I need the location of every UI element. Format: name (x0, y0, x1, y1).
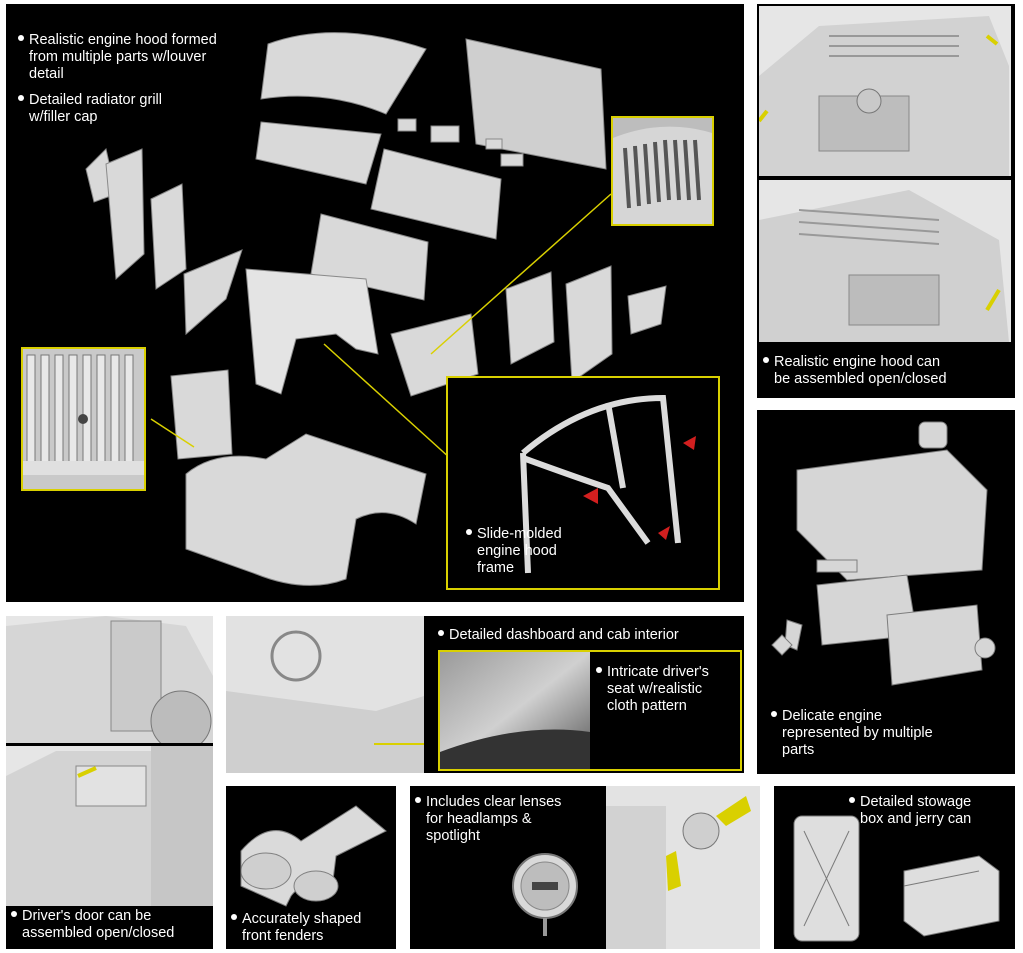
hood-open-caption-line-2: be assembled open/closed (774, 371, 947, 387)
door-caption-line-1: Driver's door can be (22, 908, 152, 924)
engine-caption-line-3: parts (782, 742, 815, 758)
hood-open-photo-bottom (759, 180, 1011, 342)
fender-caption-line-2: front fenders (242, 928, 324, 944)
lens-panel: Includes clear lenses for headlamps & sp… (410, 786, 760, 949)
engine-caption-line-2: represented by multiple (782, 725, 933, 741)
exploded-parts-illustration (85, 32, 667, 586)
hood-open-photo-top (759, 6, 1011, 176)
fender-caption-line-1: Accurately shaped (242, 911, 362, 927)
seat-caption-line-1: Intricate driver's (607, 664, 709, 680)
hood-frame-inset: Slide-molded engine hood frame (446, 376, 720, 590)
seat-caption-line-2: seat w/realistic (607, 681, 703, 697)
hood-frame-caption-line-1: Slide-molded (477, 526, 562, 542)
drivers-door-panel: Driver's door can be assembled open/clos… (6, 616, 213, 949)
lens-caption-line-2: for headlamps & (426, 811, 532, 827)
hood-open-panel: Realistic engine hood can be assembled o… (757, 4, 1015, 398)
feature-grill-line-1: Detailed radiator grill (29, 92, 162, 108)
hood-open-caption-line-1: Realistic engine hood can (774, 354, 941, 370)
feature-grill-line-2: w/filler cap (29, 109, 98, 125)
engine-parts-illustration (771, 421, 996, 686)
feature-hood-line-1: Realistic engine hood formed (29, 32, 217, 48)
stowage-caption-line-1: Detailed stowage (860, 794, 972, 810)
door-closed-photo (6, 746, 213, 906)
hood-frame-caption-line-2: engine hood (477, 543, 557, 559)
stowage-illustration (793, 815, 1000, 942)
stowage-caption-line-2: box and jerry can (860, 811, 972, 827)
louver-detail-inset (611, 116, 714, 226)
engine-caption-line-1: Delicate engine (782, 708, 882, 724)
lens-caption-line-3: spotlight (426, 828, 481, 844)
fender-panel: Accurately shaped front fenders (226, 786, 396, 949)
dashboard-photo (226, 616, 424, 773)
radiator-grill-inset (21, 347, 146, 491)
seat-caption-line-3: cloth pattern (607, 698, 687, 714)
exploded-view-panel: Realistic engine hood formed from multip… (6, 4, 744, 602)
fender-illustration (240, 805, 387, 907)
feature-hood-line-3: detail (29, 66, 64, 82)
headlamp-illustration (512, 853, 578, 936)
door-open-photo (6, 616, 213, 743)
engine-panel: Delicate engine represented by multiple … (757, 410, 1015, 774)
stowage-panel: Detailed stowage box and jerry can (774, 786, 1015, 949)
dashboard-panel: Detailed dashboard and cab interior Intr… (226, 616, 744, 773)
feature-hood-line-2: from multiple parts w/louver (29, 49, 207, 65)
spotlight-photo (606, 786, 760, 949)
hood-frame-caption-line-3: frame (477, 560, 515, 576)
seat-cloth-inset: Intricate driver's seat w/realistic clot… (438, 650, 742, 771)
lens-caption-line-1: Includes clear lenses (426, 794, 562, 810)
door-caption-line-2: assembled open/closed (22, 925, 175, 941)
dashboard-caption: Detailed dashboard and cab interior (449, 627, 679, 643)
